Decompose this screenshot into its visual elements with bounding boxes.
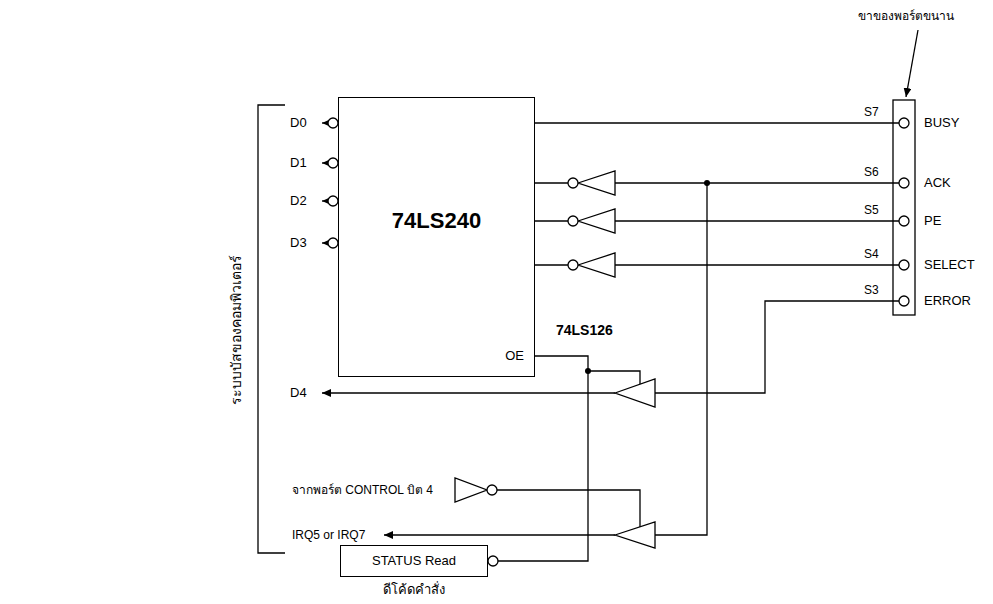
- inversion-bubble: [487, 485, 497, 495]
- output-wire: [322, 242, 328, 243]
- signal-name: ERROR: [924, 293, 971, 309]
- output-wire: [322, 162, 328, 163]
- inverter-symbol: [578, 253, 615, 277]
- box-caption: ดีโค้ดคำสั่ง: [383, 582, 445, 598]
- ic-box: 74LS240OE: [338, 97, 535, 377]
- pointer-label: ขาของพอร์ตขนาน: [858, 8, 954, 24]
- port-pin: [899, 296, 909, 306]
- port-connector: [893, 100, 915, 315]
- port-pin: [899, 216, 909, 226]
- inversion-bubble: [568, 216, 578, 226]
- box-label: STATUS Read: [372, 553, 456, 569]
- pin-name: OE: [505, 348, 524, 364]
- signal-name: จากพอร์ต CONTROL บิต 4: [292, 482, 433, 498]
- inversion-bubble: [568, 260, 578, 270]
- input-wire: [615, 264, 899, 265]
- pin-number: S6: [864, 164, 879, 180]
- output-wire: [322, 200, 328, 201]
- wire-connector: [488, 356, 588, 561]
- signal-name: D4: [290, 385, 307, 401]
- port-pin: [899, 178, 909, 188]
- error-wire: [655, 301, 899, 393]
- input-wire: [615, 220, 899, 221]
- decoder-box: STATUS Readดีโค้ดคำสั่ง: [340, 545, 488, 577]
- signal-name: SELECT: [924, 257, 975, 273]
- chip-name: 74LS126: [556, 322, 613, 338]
- input-wire: [615, 182, 899, 183]
- inverter-symbol: [578, 171, 615, 195]
- irq-wire: [384, 534, 615, 535]
- inversion-bubble: [328, 196, 338, 206]
- inverter-symbol: [455, 478, 487, 502]
- port-pin: [899, 118, 909, 128]
- bus-label: ระบบบัสของคอมพิวเตอร์: [228, 255, 244, 405]
- signal-name: BUSY: [924, 115, 959, 131]
- inversion-bubble: [568, 178, 578, 188]
- enable-wire: [588, 371, 640, 385]
- ack-branch-wire: [655, 183, 707, 535]
- signal-name: D2: [290, 193, 307, 209]
- output-wire: [322, 392, 615, 393]
- port-pin: [899, 260, 909, 270]
- pin-number: S4: [864, 246, 879, 262]
- chip-name: 74LS240: [339, 208, 534, 234]
- signal-name: ACK: [924, 175, 951, 191]
- enable-wire: [497, 490, 640, 527]
- signal-name: D3: [290, 235, 307, 251]
- inverter-symbol: [578, 209, 615, 233]
- buffer-symbol: [615, 522, 655, 548]
- signal-name: PE: [924, 213, 941, 229]
- junction-dot: [585, 368, 591, 374]
- input-wire: [514, 122, 899, 123]
- buffer-symbol: [615, 379, 655, 407]
- bus-bracket: [258, 105, 285, 553]
- inversion-bubble: [328, 238, 338, 248]
- leader-arrow: [906, 30, 918, 97]
- signal-name: D1: [290, 155, 307, 171]
- signal-name: IRQ5 or IRQ7: [292, 527, 365, 543]
- inversion-bubble: [328, 158, 338, 168]
- output-wire: [322, 122, 328, 123]
- pin-number: S5: [864, 202, 879, 218]
- signal-name: D0: [290, 115, 307, 131]
- junction-dot: [704, 180, 710, 186]
- inversion-bubble: [328, 118, 338, 128]
- pin-number: S7: [864, 104, 879, 120]
- inversion-bubble: [488, 556, 498, 566]
- pin-number: S3: [864, 282, 879, 298]
